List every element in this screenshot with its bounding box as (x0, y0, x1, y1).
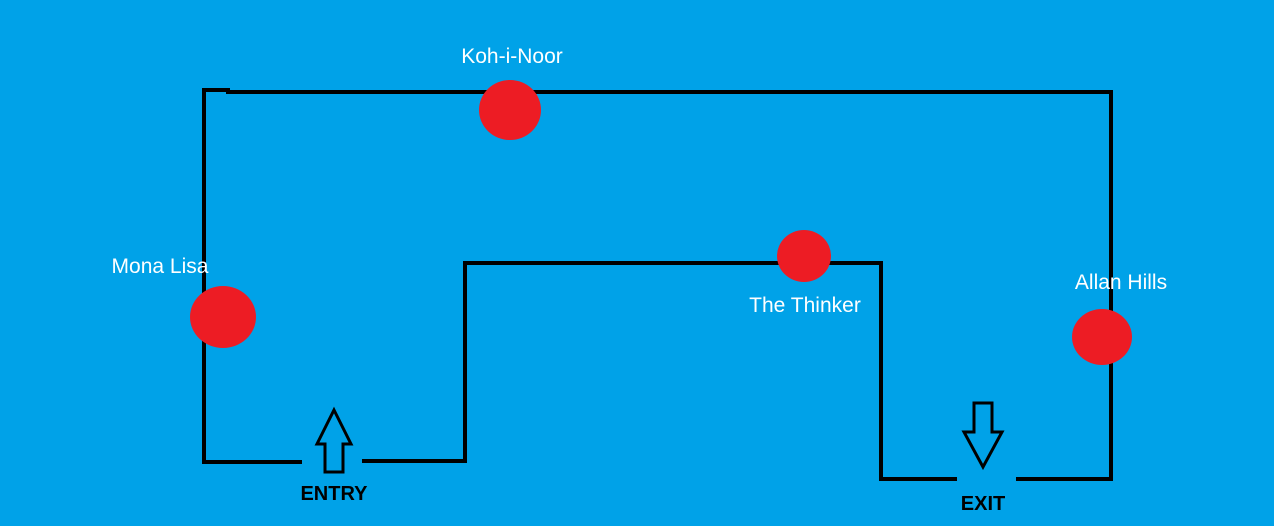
exhibit-marker-koh-i-noor[interactable] (479, 80, 541, 140)
exhibit-label-the-thinker: The Thinker (749, 294, 861, 317)
exhibit-label-mona-lisa: Mona Lisa (112, 255, 209, 278)
exhibit-label-koh-i-noor: Koh-i-Noor (461, 45, 563, 68)
exhibit-marker-allan-hills[interactable] (1072, 309, 1132, 365)
exit-label: EXIT (961, 493, 1005, 515)
walls (202, 88, 1113, 481)
exhibit-markers (190, 80, 1132, 365)
entry-label: ENTRY (300, 483, 368, 505)
outer-wall-left-segment (202, 88, 1113, 481)
door-labels: ENTRY EXIT (300, 483, 1005, 515)
exhibit-marker-the-thinker[interactable] (777, 230, 831, 282)
entry-arrow-icon (314, 406, 354, 474)
exhibit-marker-mona-lisa[interactable] (190, 286, 256, 348)
exhibit-labels: Koh-i-Noor Mona Lisa The Thinker Allan H… (112, 45, 1168, 317)
inner-wall-right-segment (362, 261, 957, 481)
exhibit-label-allan-hills: Allan Hills (1075, 271, 1167, 294)
exit-arrow-icon (961, 401, 1005, 471)
